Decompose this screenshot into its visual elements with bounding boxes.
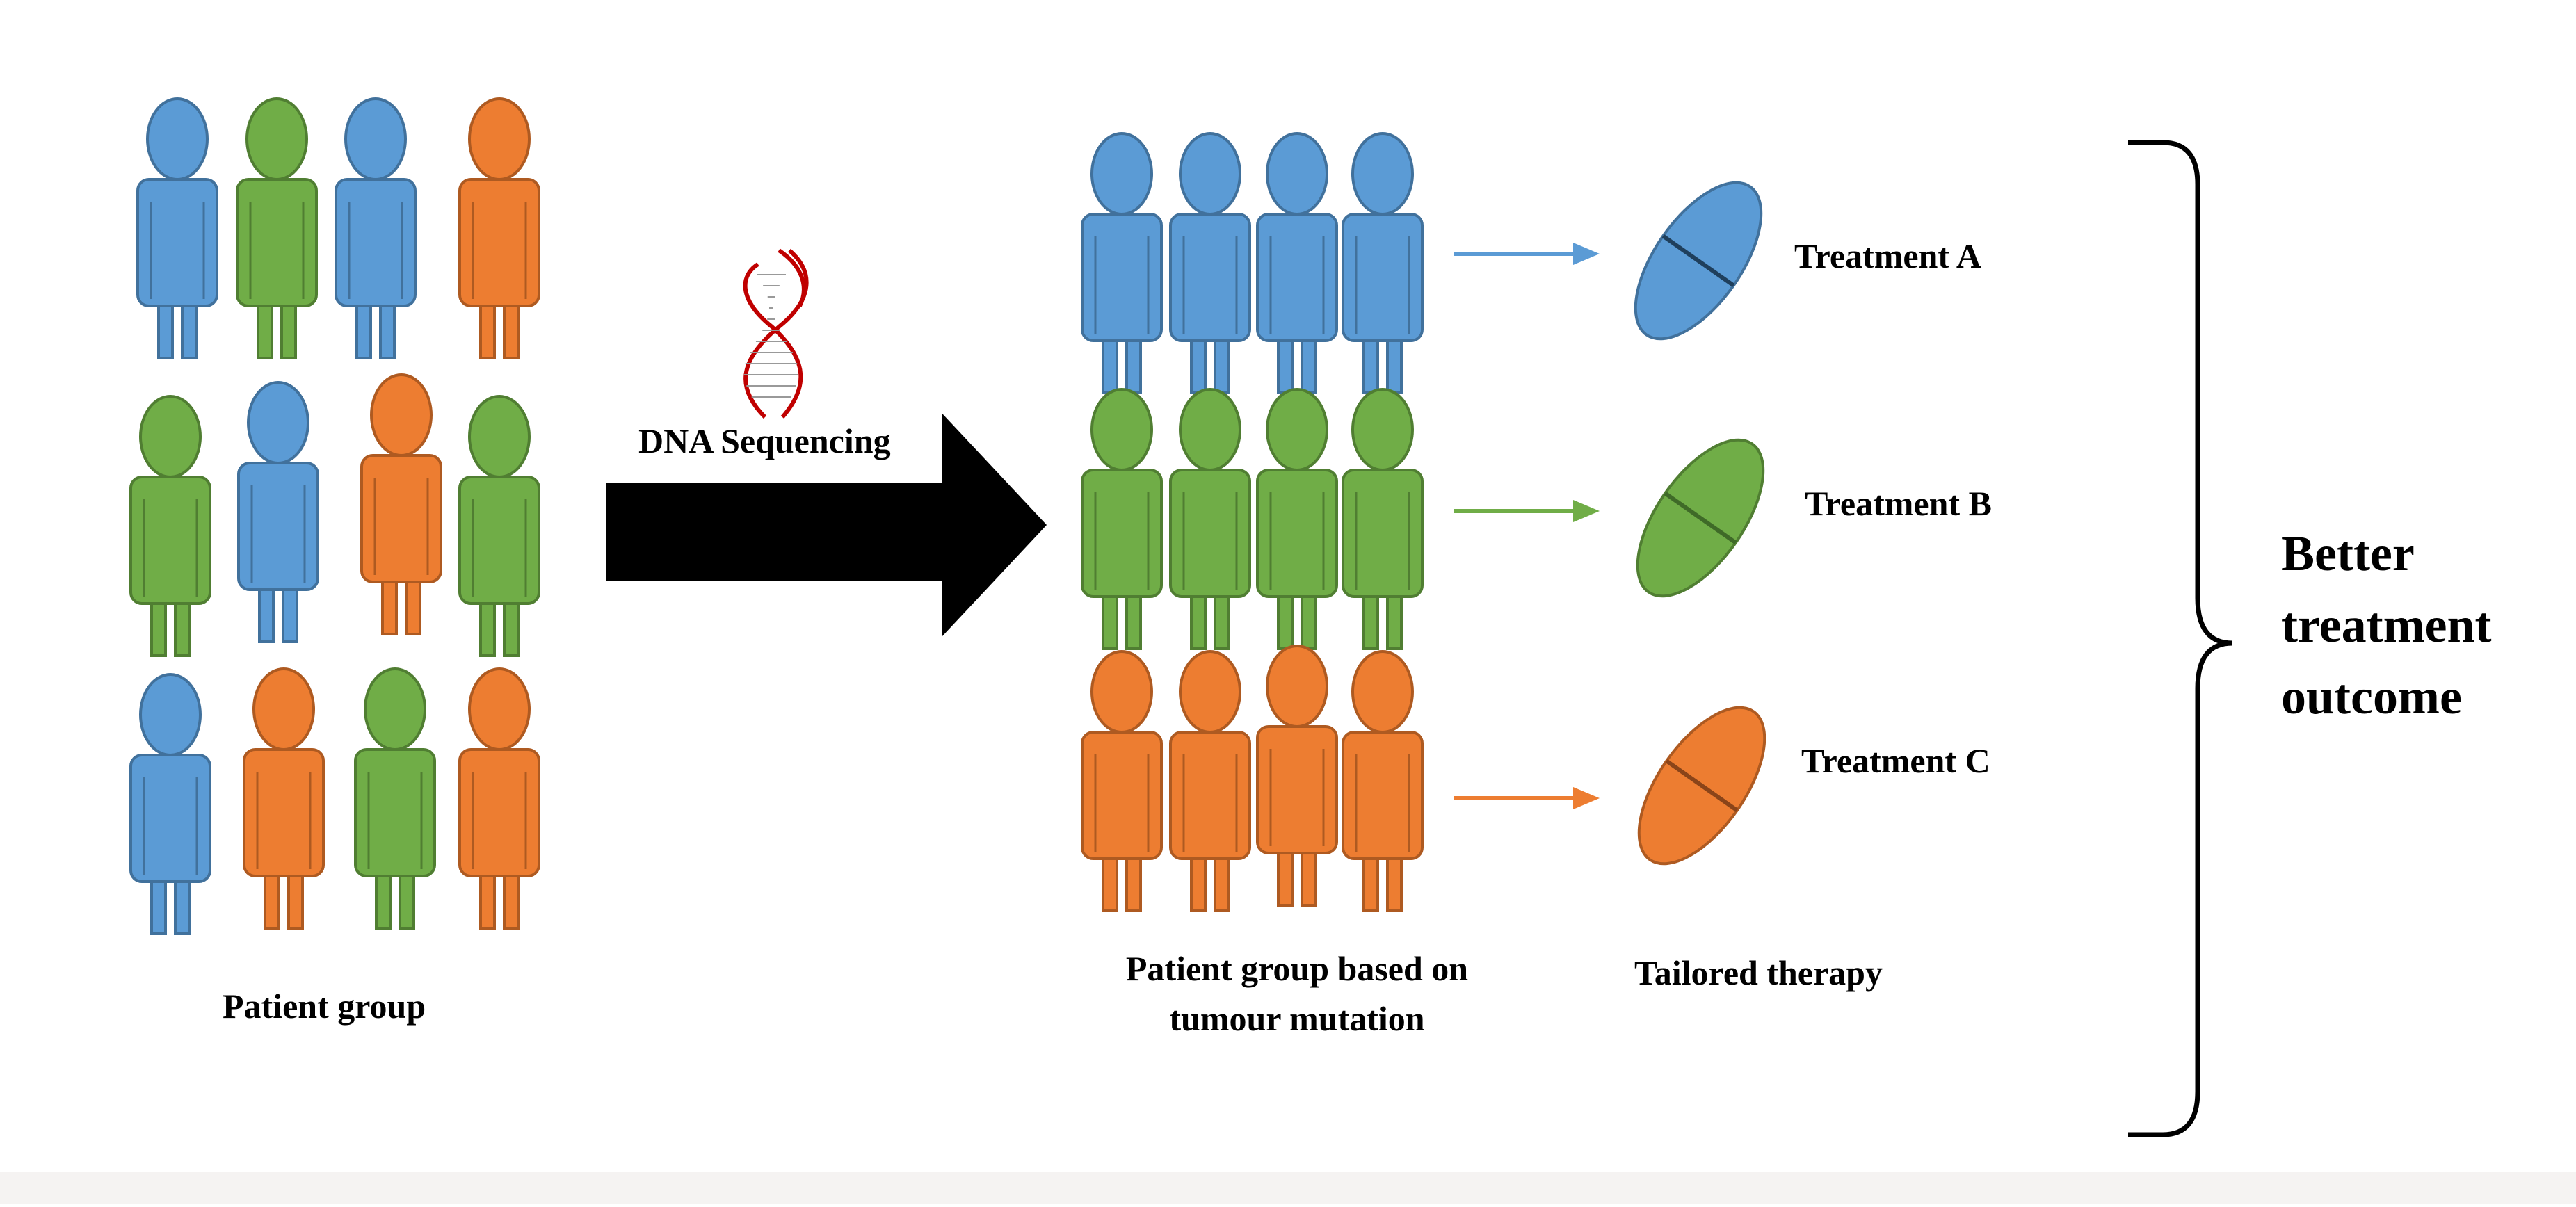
person-icon — [1256, 132, 1338, 394]
person-icon — [237, 381, 319, 643]
treatment-arrow — [1454, 500, 1600, 522]
treatment-arrow — [1454, 787, 1600, 809]
person-icon — [1342, 132, 1424, 394]
treatment-a-label: Treatment A — [1794, 236, 1981, 275]
patient-group-label: Patient group — [223, 987, 426, 1026]
right-arrow-icon — [606, 414, 1047, 636]
person-icon — [1342, 388, 1424, 650]
person-icon — [243, 667, 325, 930]
person-icon — [354, 667, 436, 930]
dna-sequencing-label: DNA Sequencing — [638, 421, 891, 460]
treatment-pills — [1634, 181, 1766, 866]
person-icon — [335, 97, 417, 359]
treatment-b-label: Treatment B — [1805, 484, 1992, 523]
person-icon — [458, 667, 540, 930]
grouped-patient-group — [1081, 132, 1424, 912]
bottom-band — [0, 1172, 2576, 1204]
person-icon — [1342, 650, 1424, 912]
treatment-arrow — [1454, 243, 1600, 265]
capsule-pill-icon — [1636, 438, 1765, 598]
person-icon — [1256, 388, 1338, 650]
outcome-label: Better treatment outcome — [2281, 526, 2492, 724]
person-icon — [360, 373, 442, 635]
person-icon — [1169, 650, 1251, 912]
person-icon — [1081, 388, 1163, 650]
mixed-patient-group — [129, 97, 540, 935]
person-icon — [1081, 650, 1163, 912]
person-icon — [1081, 132, 1163, 394]
person-icon — [129, 673, 211, 935]
tailored-therapy-label: Tailored therapy — [1634, 953, 1883, 992]
person-icon — [136, 97, 218, 359]
person-icon — [1169, 388, 1251, 650]
person-icon — [458, 97, 540, 359]
person-icon — [1256, 645, 1338, 907]
capsule-pill-icon — [1634, 181, 1763, 341]
grouped-patients-label: Patient group based on tumour mutation — [1125, 949, 1469, 1038]
capsule-pill-icon — [1637, 706, 1766, 866]
treatment-arrows — [1454, 243, 1600, 809]
person-icon — [458, 395, 540, 657]
dna-helix-icon — [743, 248, 809, 419]
person-icon — [1169, 132, 1251, 394]
person-icon — [236, 97, 318, 359]
treatment-c-label: Treatment C — [1801, 741, 1990, 780]
right-curly-brace — [2128, 140, 2233, 1137]
person-icon — [129, 395, 211, 657]
